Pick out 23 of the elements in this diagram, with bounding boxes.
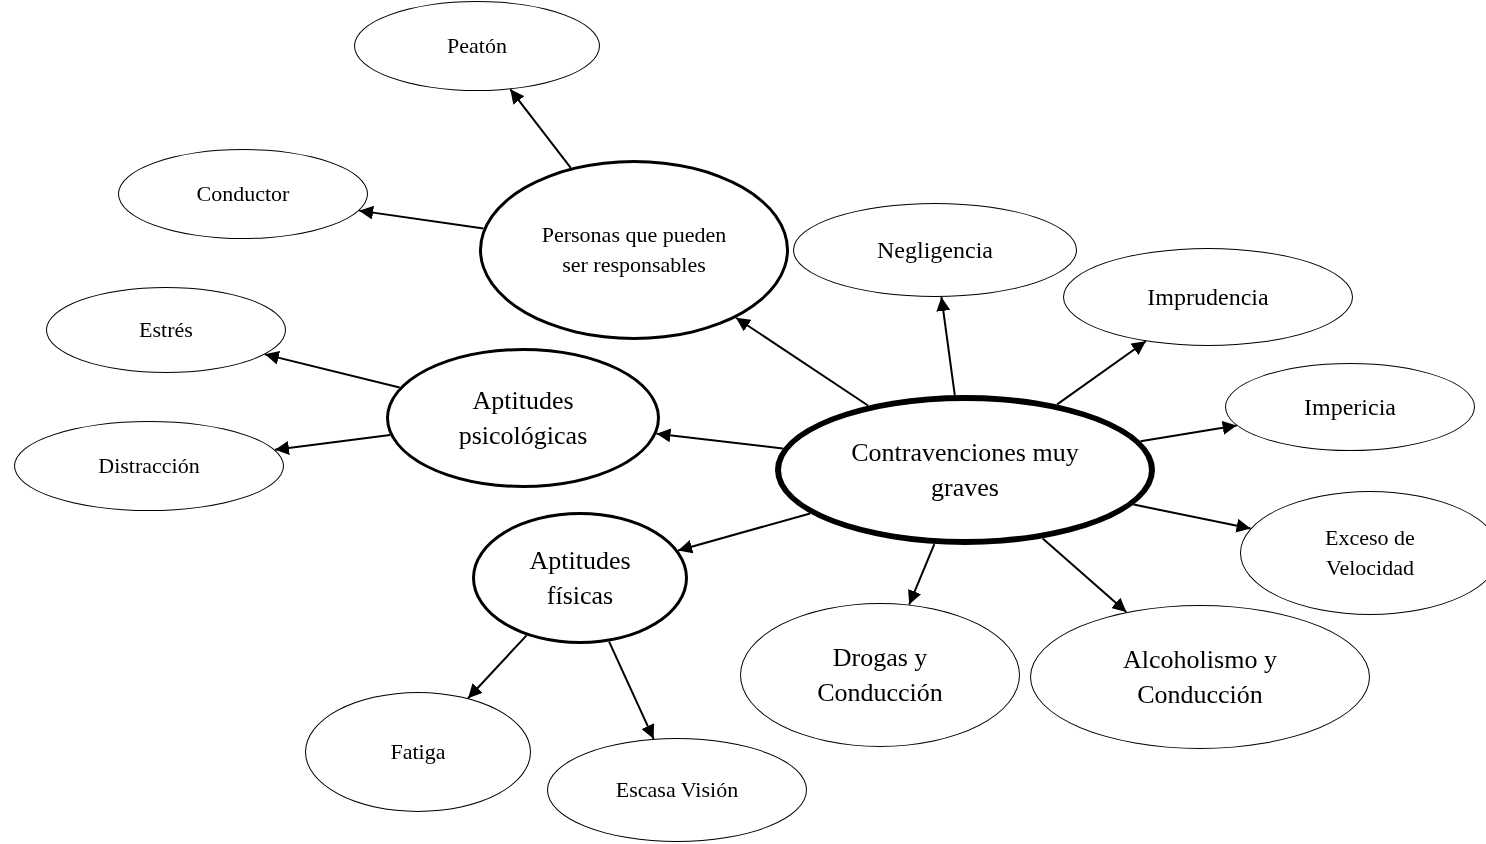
node-label: Exceso de Velocidad (1324, 524, 1416, 582)
node-label: Drogas y Conducción (816, 641, 944, 709)
node-label: Personas que pueden ser responsables (540, 221, 728, 279)
arrow (735, 316, 869, 407)
node-label: Aptitudes psicológicas (457, 384, 589, 452)
node-label: Conductor (196, 180, 290, 209)
arrow (467, 634, 528, 700)
arrow (1139, 420, 1238, 443)
arrow (936, 295, 956, 397)
arrow (1132, 503, 1252, 533)
node-label: Imprudencia (1147, 282, 1269, 312)
arrow (1056, 340, 1147, 406)
node-label: Fatiga (390, 738, 446, 767)
node-label: Negligencia (877, 235, 993, 265)
node-label: Peatón (447, 32, 507, 61)
node-label: Estrés (139, 316, 193, 345)
node-label: Contravenciones muy graves (850, 436, 1080, 504)
node-label: Distracción (98, 452, 200, 481)
node-label: Escasa Visión (615, 776, 739, 805)
node-label: Impericia (1304, 392, 1396, 422)
arrow (263, 350, 401, 389)
node-label: Aptitudes físicas (528, 544, 632, 612)
node-label: Alcoholismo y Conducción (1122, 643, 1278, 711)
